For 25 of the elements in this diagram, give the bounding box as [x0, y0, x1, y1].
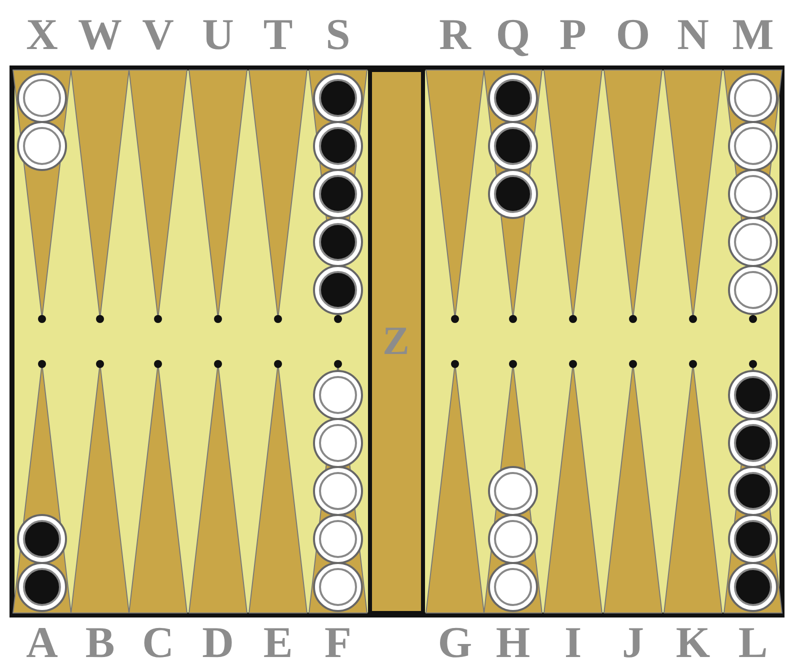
point-letter: J — [621, 618, 645, 668]
point-letter: E — [262, 618, 294, 668]
point-letter: N — [676, 10, 710, 60]
point-letter: V — [141, 10, 175, 60]
point-letter: D — [201, 618, 235, 668]
point-letter: O — [614, 10, 652, 60]
point-letter: R — [438, 10, 472, 60]
point-letter: Q — [494, 10, 532, 60]
point-letter: B — [84, 618, 116, 668]
point-letter: F — [324, 618, 352, 668]
point-letter: S — [324, 10, 352, 60]
point-letter: X — [25, 10, 59, 60]
point-letter: G — [436, 618, 474, 668]
point-letter: H — [494, 618, 532, 668]
point-letter: K — [674, 618, 712, 668]
point-letter: T — [262, 10, 294, 60]
point-letter: A — [25, 618, 59, 668]
point-letter: I — [563, 618, 583, 668]
point-letter: L — [737, 618, 769, 668]
point-letter: P — [558, 10, 588, 60]
point-letter: U — [201, 10, 235, 60]
point-letter: M — [731, 10, 775, 60]
point-letter: C — [141, 618, 175, 668]
bar-letter: Z — [382, 317, 410, 365]
point-letter: W — [77, 10, 123, 60]
